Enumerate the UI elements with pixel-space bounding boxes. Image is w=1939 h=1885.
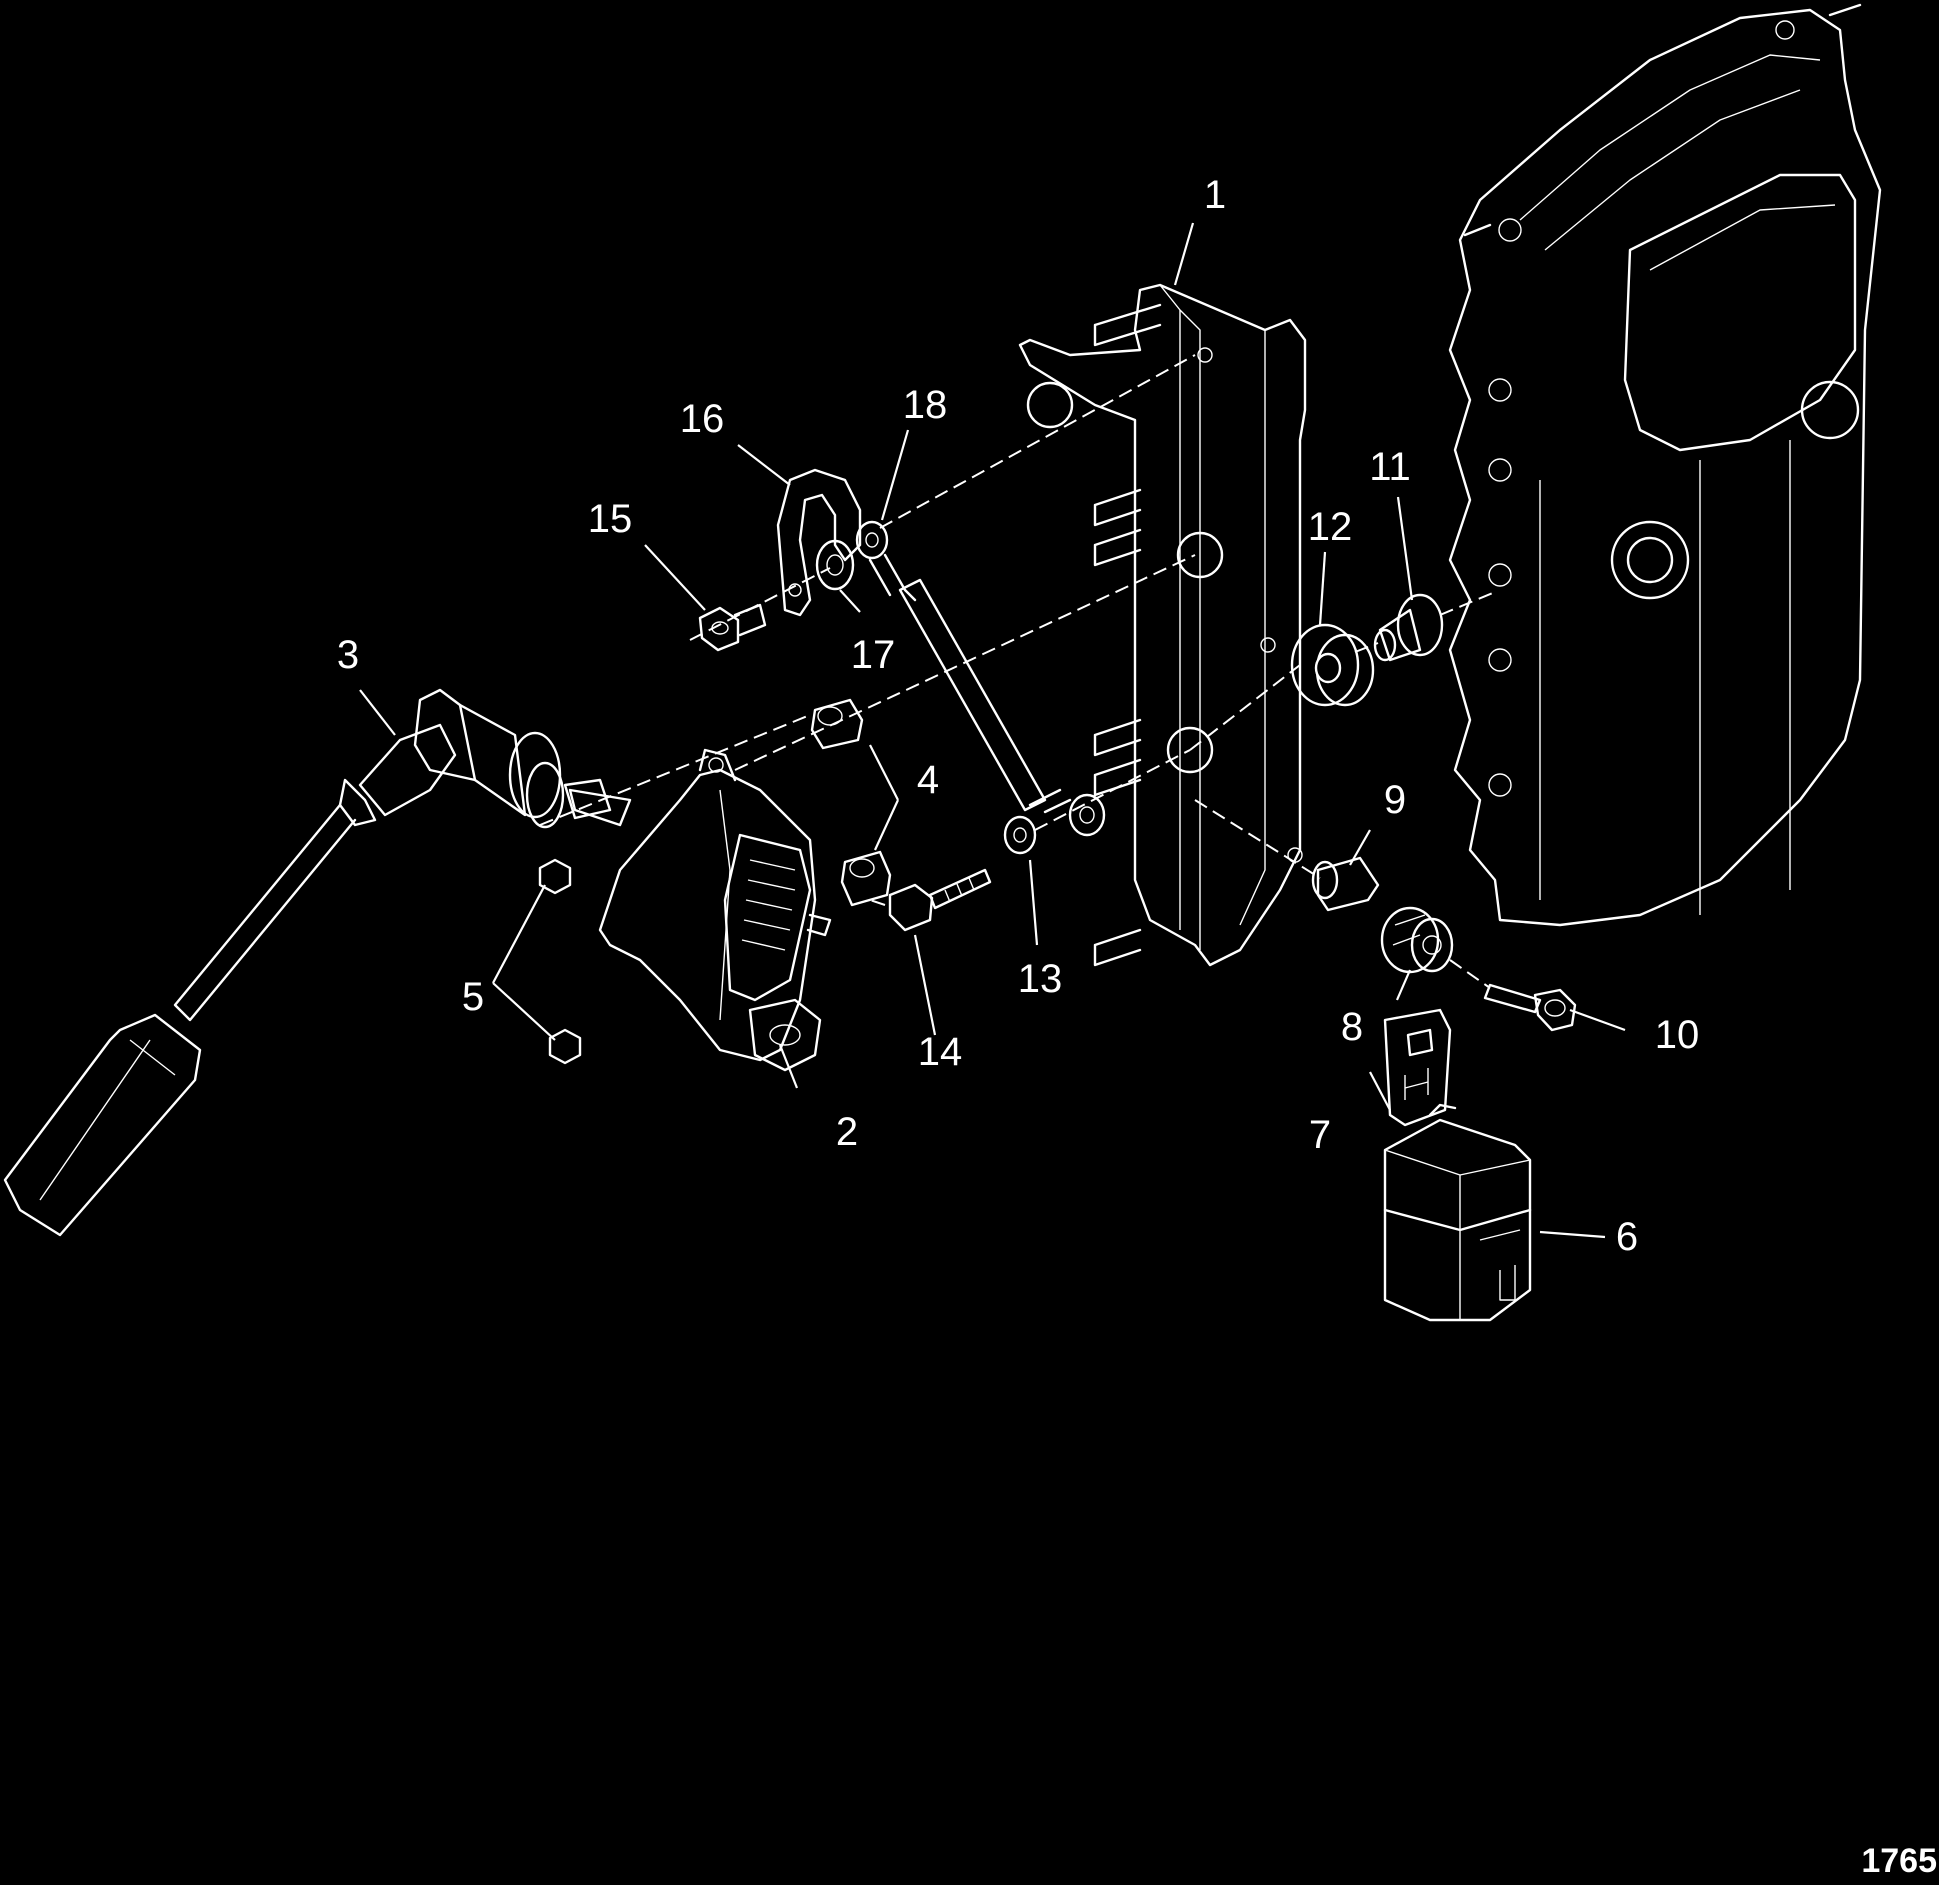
callout-1: 1 xyxy=(1204,173,1226,217)
part-12-grommet xyxy=(1290,623,1375,707)
part-3-cable-boot xyxy=(3,688,612,1237)
part-11-flanged-bushing xyxy=(1373,593,1444,662)
callout-6: 6 xyxy=(1616,1215,1638,1259)
part-15-bolt xyxy=(698,603,767,652)
part-2-sensor-module xyxy=(568,748,832,1072)
part-8-grommet xyxy=(1380,906,1454,974)
part-6-relay xyxy=(1383,1103,1532,1322)
part-9-bushing xyxy=(1311,856,1380,912)
part-7-clip xyxy=(1383,1008,1452,1127)
part-5-nuts xyxy=(538,858,582,1065)
part-13-washer xyxy=(1003,815,1037,855)
callout-7: 7 xyxy=(1309,1113,1331,1157)
callout-8: 8 xyxy=(1341,1005,1363,1049)
part-10-screw xyxy=(1483,983,1577,1032)
engine-housing xyxy=(1448,3,1882,927)
leader-lines xyxy=(359,222,1626,1239)
part-18-link-rod xyxy=(855,520,1106,837)
callout-17: 17 xyxy=(851,633,896,677)
alignment-lines xyxy=(539,354,1496,989)
callout-10: 10 xyxy=(1655,1013,1700,1057)
callout-18: 18 xyxy=(903,383,948,427)
callout-11: 11 xyxy=(1369,445,1411,489)
callout-2: 2 xyxy=(836,1110,858,1154)
callout-15: 15 xyxy=(588,497,633,541)
callout-5: 5 xyxy=(462,975,484,1019)
callout-16: 16 xyxy=(680,397,725,441)
callout-13: 13 xyxy=(1018,957,1063,1001)
callout-3: 3 xyxy=(337,633,359,677)
figure-number: 1765 xyxy=(1861,1842,1937,1880)
part-1-mounting-bracket xyxy=(1018,283,1307,967)
callout-9: 9 xyxy=(1384,778,1406,822)
part-16-p-clamp xyxy=(776,468,862,617)
part-17-washer xyxy=(815,539,855,591)
callout-14: 14 xyxy=(918,1030,963,1074)
callout-12: 12 xyxy=(1308,505,1353,549)
part-14-bolt xyxy=(888,868,992,932)
callout-labels: 1 2 3 4 5 6 7 8 9 10 11 12 13 14 15 16 1… xyxy=(337,173,1699,1259)
callout-4: 4 xyxy=(917,758,939,802)
part-4-spacers xyxy=(810,698,892,907)
